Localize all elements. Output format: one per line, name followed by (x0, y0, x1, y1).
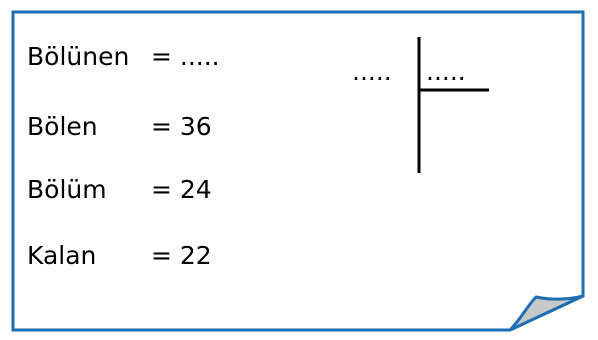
dividend-label: Bölünen (27, 42, 130, 71)
divisor-value: = 36 (151, 112, 212, 141)
dividend-value: = ..... (151, 42, 220, 71)
quotient-value: = 24 (151, 175, 212, 204)
remainder-label: Kalan (27, 241, 97, 270)
divisor-label: Bölen (27, 112, 98, 141)
quotient-label: Bölüm (27, 175, 107, 204)
page-curl-icon (508, 294, 585, 332)
division-dividend-blank: ..... (352, 57, 392, 86)
division-divisor-blank: ..... (426, 57, 466, 86)
remainder-value: = 22 (151, 241, 212, 270)
